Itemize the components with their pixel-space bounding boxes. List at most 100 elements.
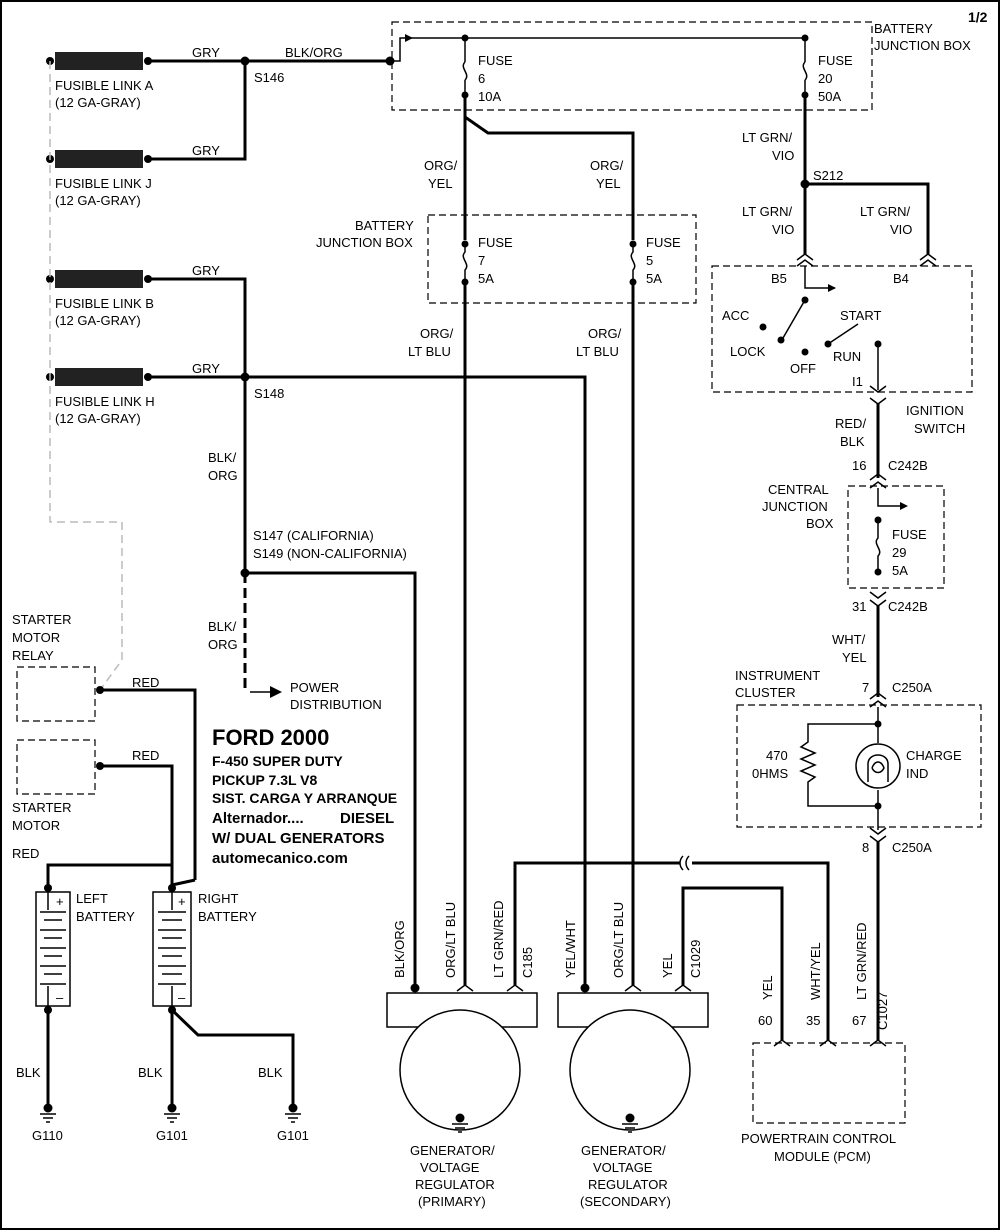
diagram-label: –	[178, 990, 186, 1005]
diagram-label: 20	[818, 71, 832, 86]
diagram-label: FUSIBLE LINK H	[55, 394, 155, 409]
diagram-label: 5	[646, 253, 653, 268]
diagram-label: C1027	[875, 992, 890, 1030]
diagram-label: 5A	[892, 563, 908, 578]
diagram-label: CHARGE	[906, 748, 962, 763]
charge-indicator-lamp	[855, 743, 901, 789]
diagram-label: C250A	[892, 680, 932, 695]
fusible-link-a	[55, 52, 143, 70]
diagram-label: RELAY	[12, 648, 54, 663]
diagram-label: ORG/	[588, 326, 622, 341]
diagram-label: FUSIBLE LINK J	[55, 176, 152, 191]
generator-secondary	[557, 992, 709, 1133]
diagram-label: RED	[132, 748, 159, 763]
diagram-label: JUNCTION BOX	[316, 235, 413, 250]
diagram-label: GRY	[192, 361, 220, 376]
diagram-label: FUSE	[646, 235, 681, 250]
diagram-label: C242B	[888, 599, 928, 614]
diagram-label: LT GRN/RED	[491, 900, 506, 978]
splice-s148: S148	[254, 386, 284, 401]
diagram-label: +	[178, 894, 186, 909]
fusible-links: FUSIBLE LINK A(12 GA-GRAY) FUSIBLE LINK …	[46, 52, 155, 426]
diagram-label: FORD 2000	[212, 725, 329, 750]
diagram-label: ORG/LT BLU	[443, 902, 458, 978]
diagram-label: 60	[758, 1013, 772, 1028]
diagram-label: BLK/ORG	[392, 920, 407, 978]
diagram-label: 5A	[478, 271, 494, 286]
diagram-label: POWERTRAIN CONTROL	[741, 1131, 896, 1146]
diagram-label: FUSE	[478, 235, 513, 250]
diagram-label: LT GRN/	[742, 130, 792, 145]
diagram-label: JUNCTION	[762, 499, 828, 514]
diagram-label: (PRIMARY)	[418, 1194, 486, 1209]
diagram-label: G101	[277, 1128, 309, 1143]
diagram-label: YEL	[596, 176, 621, 191]
diagram-label: ORG/	[424, 158, 458, 173]
diagram-label: RED	[12, 846, 39, 861]
diagram-label: MOTOR	[12, 630, 60, 645]
diagram-label: LOCK	[730, 344, 766, 359]
battery-junction-box-middle	[427, 214, 697, 304]
diagram-label: POWER	[290, 680, 339, 695]
starter-motor	[16, 739, 96, 795]
diagram-label: I1	[852, 374, 863, 389]
diagram-label: MOTOR	[12, 818, 60, 833]
diagram-label: 7	[862, 680, 869, 695]
diagram-label: YEL/WHT	[563, 920, 578, 978]
splice-s149: S149 (NON-CALIFORNIA)	[253, 546, 407, 561]
right-battery: + –	[152, 891, 192, 1007]
diagram-label: VOLTAGE	[420, 1160, 480, 1175]
splice-s212: S212	[813, 168, 843, 183]
diagram-label: CLUSTER	[735, 685, 796, 700]
diagram-label: B5	[771, 271, 787, 286]
diagram-label: BLK/	[208, 619, 237, 634]
diagram-label: FUSE	[892, 527, 927, 542]
diagram-label: LT GRN/	[742, 204, 792, 219]
diagram-label: B4	[893, 271, 909, 286]
diagram-label: ORG/	[590, 158, 624, 173]
diagram-label: G101	[156, 1128, 188, 1143]
diagram-label: 50A	[818, 89, 841, 104]
diagram-label: 29	[892, 545, 906, 560]
diagram-label: 7	[478, 253, 485, 268]
diagram-label: (SECONDARY)	[580, 1194, 671, 1209]
diagram-label: 35	[806, 1013, 820, 1028]
diagram-label: LT GRN/	[860, 204, 910, 219]
diagram-label: F-450 SUPER DUTY	[212, 753, 343, 769]
diagram-label: GRY	[192, 143, 220, 158]
diagram-label: BATTERY	[198, 909, 257, 924]
diagram-label: WHT/YEL	[808, 942, 823, 1000]
splice-s146: S146	[254, 70, 284, 85]
powertrain-control-module	[752, 1042, 906, 1124]
fusible-link-b	[55, 270, 143, 288]
diagram-label: GRY	[192, 263, 220, 278]
diagram-label: G110	[32, 1128, 63, 1143]
page-number: 1/2	[968, 9, 988, 25]
diagram-label: CENTRAL	[768, 482, 829, 497]
diagram-label: OFF	[790, 361, 816, 376]
diagram-label: PICKUP 7.3L V8	[212, 772, 318, 788]
diagram-label: BLK/ORG	[285, 45, 343, 60]
ground-g101-b	[285, 1103, 301, 1123]
diagram-label: MODULE (PCM)	[774, 1149, 871, 1164]
diagram-label: BLK	[840, 434, 865, 449]
instrument-cluster-box	[736, 704, 982, 828]
diagram-label: ORG/	[420, 326, 454, 341]
diagram-label: SIST. CARGA Y ARRANQUE	[212, 790, 397, 806]
diagram-label: BATTERY	[76, 909, 135, 924]
fusible-link-j	[55, 150, 143, 168]
diagram-label: Alternador....	[212, 810, 304, 827]
diagram-label: START	[840, 308, 881, 323]
ground-g101-a	[164, 1103, 180, 1123]
diagram-label: YEL	[842, 650, 867, 665]
diagram-label: (12 GA-GRAY)	[55, 411, 141, 426]
diagram-label: IGNITION	[906, 403, 964, 418]
diagram-label: VIO	[772, 222, 794, 237]
diagram-label: YEL	[428, 176, 453, 191]
diagram-label: ORG	[208, 468, 238, 483]
diagram-label: 0HMS	[752, 766, 788, 781]
diagram-label: C1029	[688, 940, 703, 978]
diagram-label: JUNCTION BOX	[874, 38, 971, 53]
fusible-link-connection	[49, 61, 123, 691]
